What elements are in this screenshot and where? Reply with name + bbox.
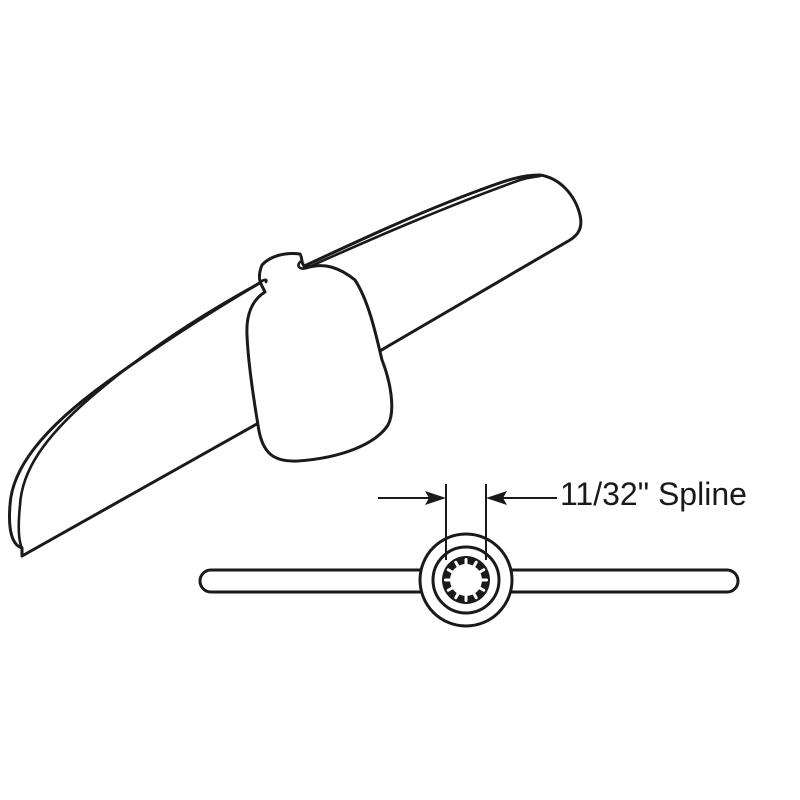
hub-slot-right xyxy=(297,260,308,270)
blade-bevel-right xyxy=(300,174,542,272)
end-view xyxy=(198,484,740,628)
hub-slot-left xyxy=(256,278,268,286)
dimension-arrow-right-icon xyxy=(486,491,557,505)
isometric-view xyxy=(8,173,583,558)
spline-dimension-label: 11/32" Spline xyxy=(560,476,747,512)
center-hub xyxy=(245,252,394,463)
spline-icon xyxy=(442,556,490,604)
blade-bevel-left xyxy=(17,278,267,550)
dimension-arrow-left-icon xyxy=(378,491,446,505)
